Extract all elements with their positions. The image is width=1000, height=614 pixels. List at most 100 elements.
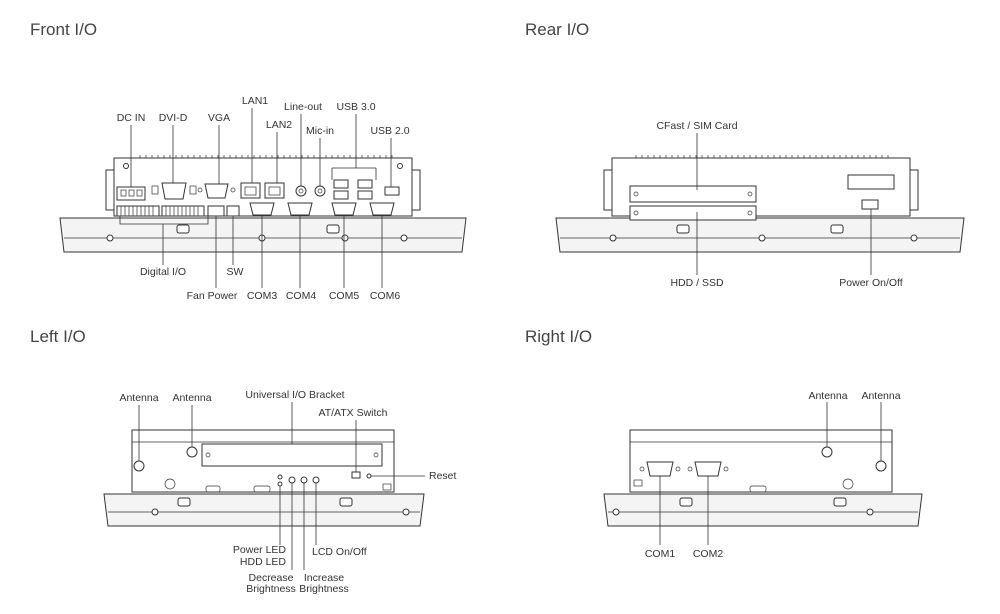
left-leader-lines: [138, 402, 425, 570]
usb20-port: [384, 186, 400, 196]
rear-right-ear: [909, 169, 919, 211]
label-line-out: Line-out: [284, 101, 322, 113]
label-left-antenna-1: Antenna: [119, 392, 158, 404]
label-left-antenna-2: Antenna: [172, 392, 211, 404]
label-power-on-off: Power On/Off: [839, 277, 902, 289]
rear-leader-lines: [696, 133, 872, 275]
label-mic-in: Mic-in: [306, 125, 334, 137]
label-com6: COM6: [370, 290, 400, 302]
reset-button: [366, 473, 372, 479]
label-com5: COM5: [329, 290, 359, 302]
lan2-port: [264, 182, 285, 199]
label-dvi-d: DVI-D: [159, 112, 188, 124]
label-lcd-on-off: LCD On/Off: [312, 546, 367, 558]
rear-io-heading: Rear I/O: [525, 20, 590, 39]
label-fan-power: Fan Power: [187, 290, 238, 302]
screw-icon: [609, 234, 617, 242]
com2-port: [694, 461, 722, 477]
label-decrease-brightness-1: Decrease: [249, 572, 294, 584]
front-right-ear: [411, 169, 421, 211]
screw-icon: [341, 234, 349, 242]
label-com4: COM4: [286, 290, 316, 302]
rear-left-ear: [603, 169, 613, 211]
label-com2: COM2: [693, 548, 723, 560]
label-com1: COM1: [645, 548, 675, 560]
antenna-connector: [186, 446, 198, 458]
hdd-led: [277, 481, 283, 487]
power-led: [277, 474, 283, 480]
left-io-device: [103, 429, 425, 527]
front-left-ear: [105, 169, 115, 211]
label-dc-in: DC IN: [117, 112, 146, 124]
rear-bezel: [555, 217, 965, 253]
com5-port: [331, 202, 357, 216]
label-increase-brightness-2: Brightness: [299, 583, 349, 595]
decrease-brightness-button: [288, 476, 296, 484]
right-io-device: [603, 429, 923, 527]
label-reset: Reset: [429, 470, 457, 482]
front-io-device: [59, 155, 467, 253]
screw-icon: [910, 234, 918, 242]
label-usb20: USB 2.0: [370, 125, 409, 137]
bezel-slot: [176, 224, 190, 234]
lan1-port: [240, 182, 261, 199]
bezel-slot: [676, 224, 690, 234]
screw-icon: [612, 508, 620, 516]
digital-io-terminal: [116, 205, 160, 217]
antenna-connector: [821, 446, 833, 458]
right-io-heading: Right I/O: [525, 327, 593, 346]
label-power-led: Power LED: [233, 544, 287, 556]
antenna-connector: [133, 460, 145, 472]
label-usb30: USB 3.0: [336, 101, 375, 113]
screw-icon: [866, 508, 874, 516]
usb30-port: [333, 179, 349, 189]
screw-icon: [758, 234, 766, 242]
antenna-connector: [875, 460, 887, 472]
right-leader-lines: [659, 402, 882, 545]
rear-cover-plate: [847, 174, 895, 190]
left-bezel: [103, 493, 425, 527]
screw-icon: [402, 508, 410, 516]
front-leader-lines: [119, 108, 392, 288]
com4-port: [287, 202, 313, 216]
label-lan1: LAN1: [242, 95, 268, 107]
label-com3: COM3: [247, 290, 277, 302]
right-bezel: [603, 493, 923, 527]
label-decrease-brightness-2: Brightness: [246, 583, 296, 595]
screw-icon: [400, 234, 408, 242]
label-vga: VGA: [208, 112, 230, 124]
right-chassis: [629, 429, 893, 493]
bezel-slot: [830, 224, 844, 234]
label-cfast-sim: CFast / SIM Card: [656, 120, 737, 132]
hdd-ssd-bay: [629, 205, 757, 221]
sw-header: [226, 205, 240, 217]
label-hdd-led: HDD LED: [240, 556, 287, 568]
rear-io-device: [555, 155, 965, 253]
lcd-on-off-button: [312, 476, 320, 484]
com1-port: [646, 461, 674, 477]
screw-icon: [106, 234, 114, 242]
bezel-slot: [326, 224, 340, 234]
usb30-port: [357, 190, 373, 200]
front-io-heading: Front I/O: [30, 20, 98, 39]
digital-io-terminal: [161, 205, 205, 217]
label-at-atx-switch: AT/ATX Switch: [318, 407, 387, 419]
fan-power-header: [207, 205, 225, 217]
line-out-jack: [295, 185, 307, 197]
left-io-heading: Left I/O: [30, 327, 86, 346]
label-lan2: LAN2: [266, 119, 292, 131]
vga-port: [204, 183, 229, 199]
com3-port: [249, 202, 275, 216]
dvi-d-port: [161, 182, 187, 200]
universal-io-bracket: [201, 443, 383, 467]
com6-port: [369, 202, 395, 216]
cfast-sim-bay: [629, 185, 757, 203]
increase-brightness-button: [300, 476, 308, 484]
label-increase-brightness-1: Increase: [304, 572, 344, 584]
mic-in-jack: [314, 185, 326, 197]
usb30-port: [333, 190, 349, 200]
power-switch: [861, 199, 879, 210]
label-sw: SW: [227, 266, 244, 278]
screw-icon: [151, 508, 159, 516]
